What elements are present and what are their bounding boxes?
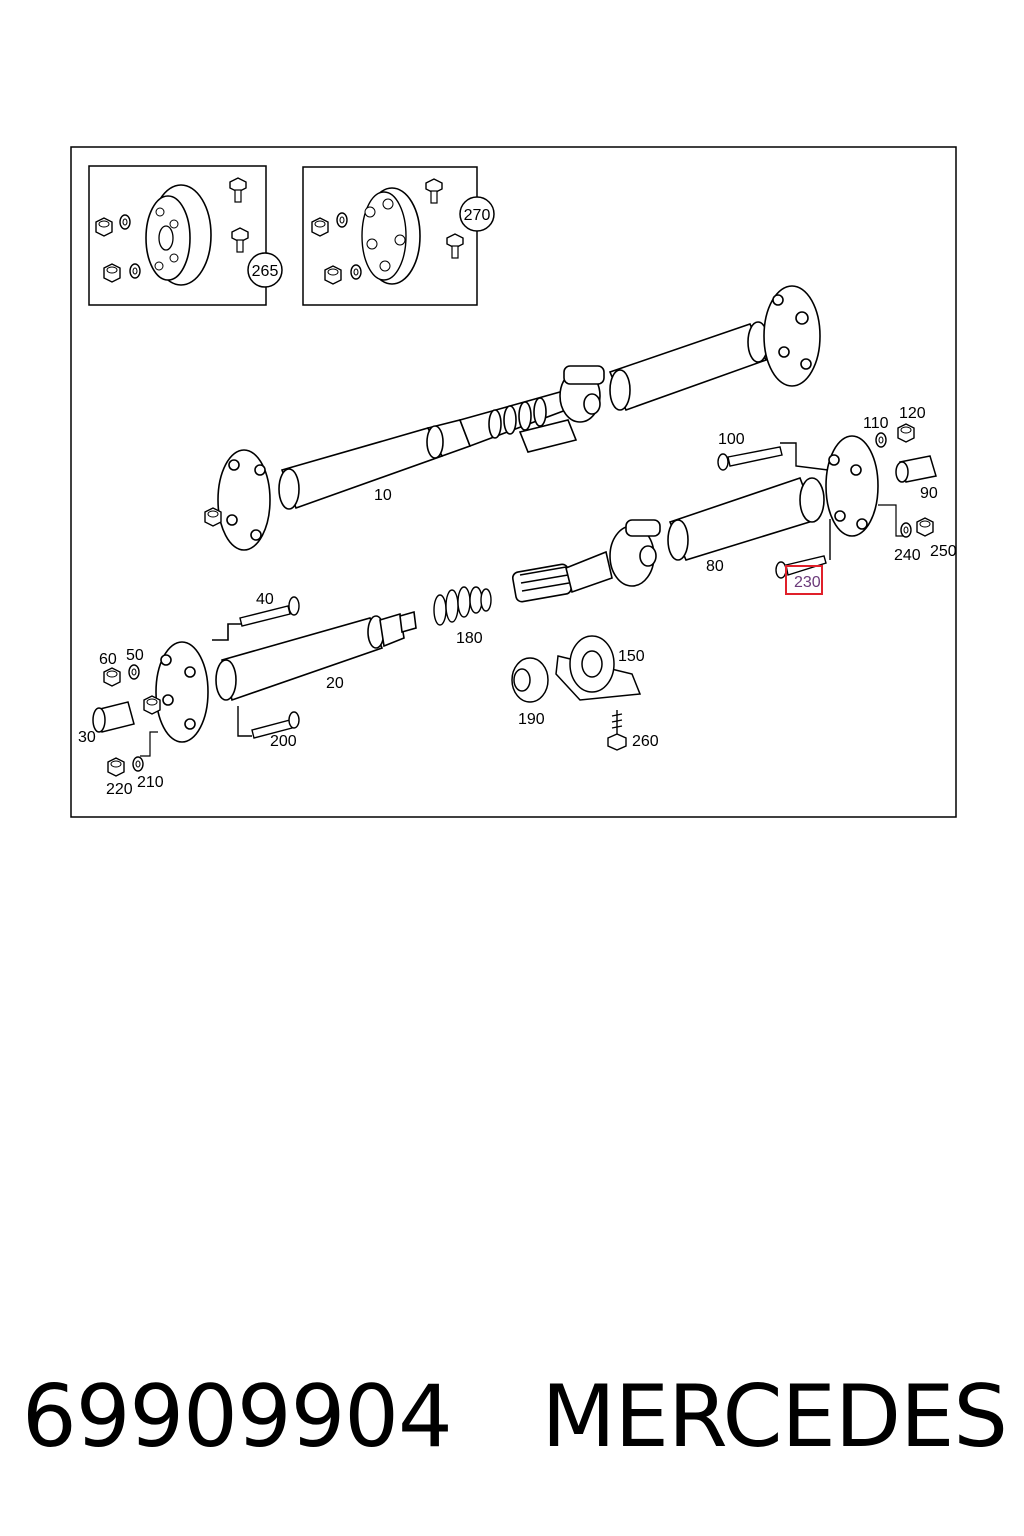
- label-40: 40: [256, 591, 274, 608]
- parts-diagram: 265 270: [70, 146, 957, 818]
- brand-name: MERCEDES: [541, 1367, 1008, 1467]
- label-220: 220: [106, 781, 133, 798]
- label-10: 10: [374, 487, 392, 504]
- label-20: 20: [326, 675, 344, 692]
- label-100: 100: [718, 431, 745, 448]
- label-50: 50: [126, 647, 144, 664]
- label-180: 180: [456, 630, 483, 647]
- inset-265: 265: [88, 165, 283, 306]
- bolt-200: [237, 706, 300, 739]
- caption: 69909904 MERCEDES: [22, 1362, 1008, 1472]
- shaft-20: [143, 610, 417, 743]
- label-210: 210: [137, 774, 164, 791]
- boot-180: [433, 586, 492, 626]
- label-120: 120: [899, 405, 926, 422]
- label-190: 190: [518, 711, 545, 728]
- label-60: 60: [99, 651, 117, 668]
- screw-260: [607, 710, 627, 751]
- inset-270: 270: [302, 166, 495, 306]
- label-110: 110: [863, 415, 889, 432]
- label-30: 30: [78, 729, 96, 746]
- label-80: 80: [706, 558, 724, 575]
- bearing-190: [511, 657, 549, 703]
- label-150: 150: [618, 648, 645, 665]
- shaft-80: [511, 435, 879, 603]
- label-230: 230: [794, 574, 821, 591]
- bushing-30: [92, 701, 135, 733]
- label-90: 90: [920, 485, 938, 502]
- label-250: 250: [930, 543, 957, 560]
- label-240: 240: [894, 547, 921, 564]
- highlight-box-230: [785, 565, 823, 595]
- label-260: 260: [632, 733, 659, 750]
- center-bearing-150: [555, 635, 642, 701]
- diagram-frame: [70, 146, 957, 818]
- bolt-100: [717, 442, 829, 471]
- callout-265: 265: [252, 263, 279, 280]
- label-200: 200: [270, 733, 297, 750]
- bolt-40: [239, 596, 300, 627]
- bushing-90: [895, 455, 937, 483]
- shaft-10: [204, 285, 821, 551]
- callout-270: 270: [464, 207, 491, 224]
- part-number: 69909904: [22, 1367, 453, 1467]
